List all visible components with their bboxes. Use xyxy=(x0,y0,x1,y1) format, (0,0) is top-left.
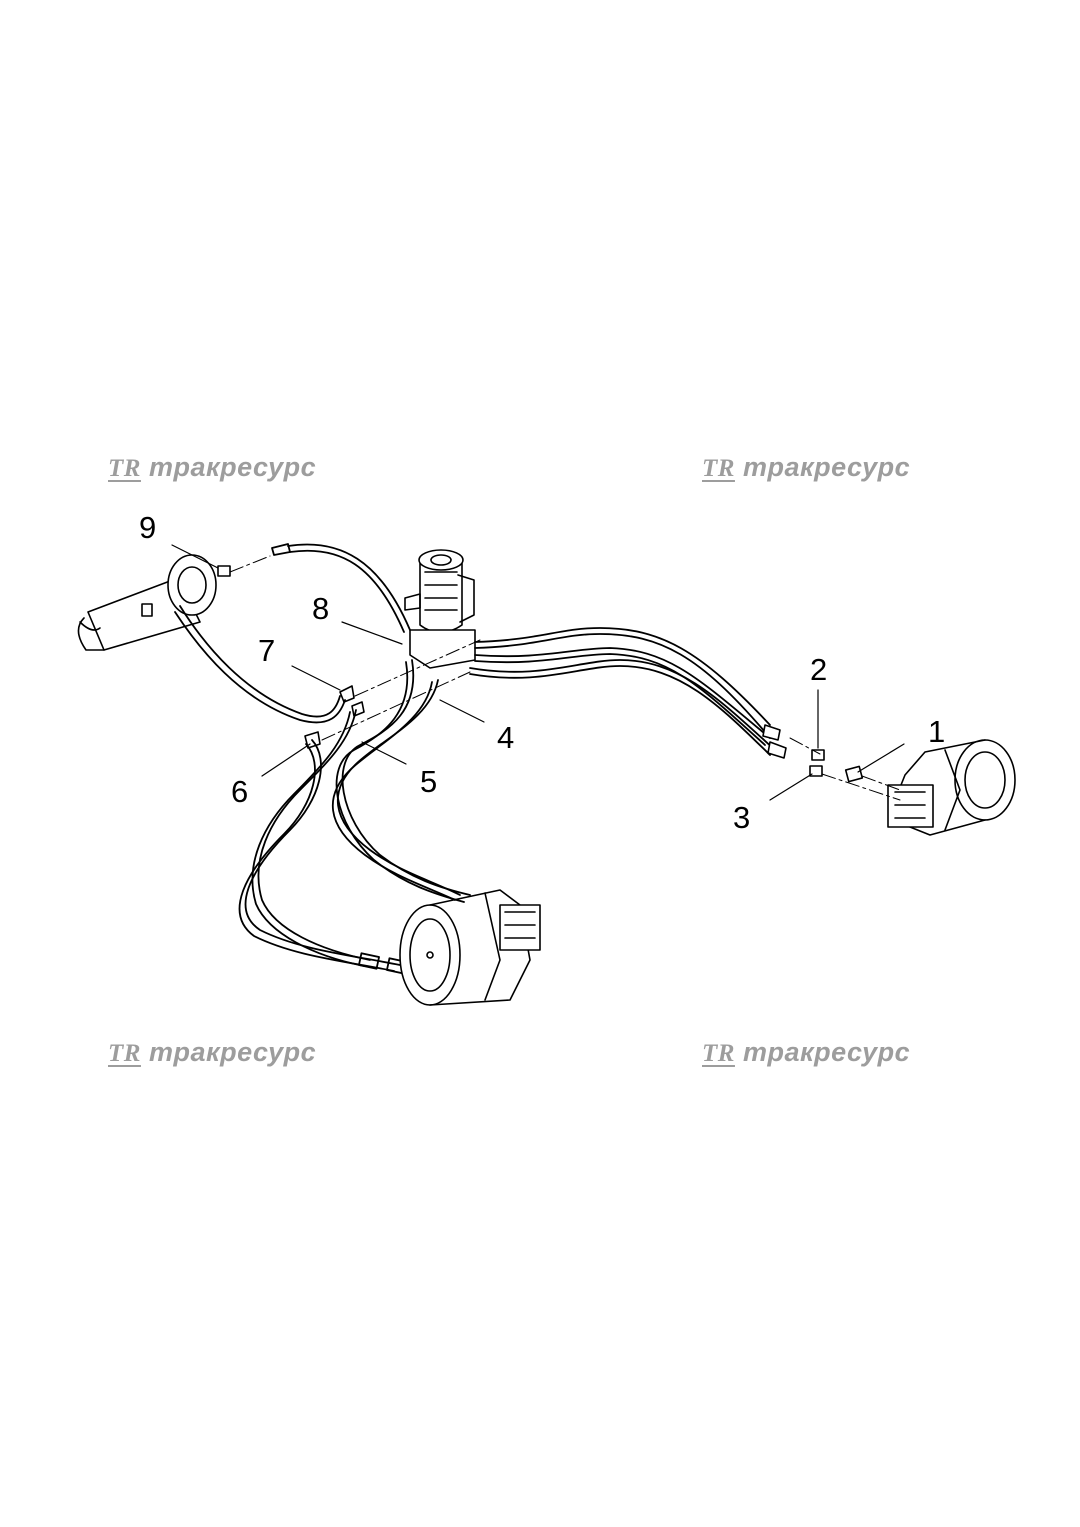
watermark-top-left: TR тракресурс xyxy=(108,452,316,483)
callout-4: 4 xyxy=(497,720,514,755)
callout-5: 5 xyxy=(420,764,437,799)
hoses-right xyxy=(469,627,776,756)
assembly-lines xyxy=(229,555,901,801)
callout-3: 3 xyxy=(733,800,750,835)
watermark-text: тракресурс xyxy=(742,452,911,482)
fitting-6 xyxy=(304,731,321,749)
fitting-3 xyxy=(809,765,823,777)
callout-1: 1 xyxy=(928,714,945,749)
hoses-left xyxy=(238,659,471,975)
callout-7: 7 xyxy=(258,633,275,668)
hose-cylinder-lower xyxy=(174,605,346,724)
watermark-bottom-right: TR тракресурс xyxy=(702,1037,910,1068)
watermark-text: тракресурс xyxy=(148,1037,317,1067)
hose-9 xyxy=(271,543,411,633)
watermark-text: тракресурс xyxy=(148,452,317,482)
fitting-5 xyxy=(351,701,365,717)
fitting-1 xyxy=(844,765,864,783)
watermark-logo: TR xyxy=(108,1040,141,1067)
leader-lines xyxy=(171,544,905,801)
travel-motor-left xyxy=(399,889,541,1006)
callout-9: 9 xyxy=(139,510,156,545)
watermark-text: тракресурс xyxy=(742,1037,911,1067)
fitting-2 xyxy=(811,749,825,761)
watermark-logo: TR xyxy=(108,455,141,482)
fitting-9 xyxy=(217,565,231,577)
swivel-joint xyxy=(404,549,476,669)
watermark-logo: TR xyxy=(702,455,735,482)
watermark-top-right: TR тракресурс xyxy=(702,452,910,483)
callout-6: 6 xyxy=(231,774,248,809)
callout-2: 2 xyxy=(810,652,827,687)
watermark-bottom-left: TR тракресурс xyxy=(108,1037,316,1068)
travel-motor-right xyxy=(887,739,1016,836)
cylinder-left xyxy=(77,554,217,651)
fitting-7 xyxy=(339,685,355,703)
callout-8: 8 xyxy=(312,591,329,626)
watermark-logo: TR xyxy=(702,1040,735,1067)
